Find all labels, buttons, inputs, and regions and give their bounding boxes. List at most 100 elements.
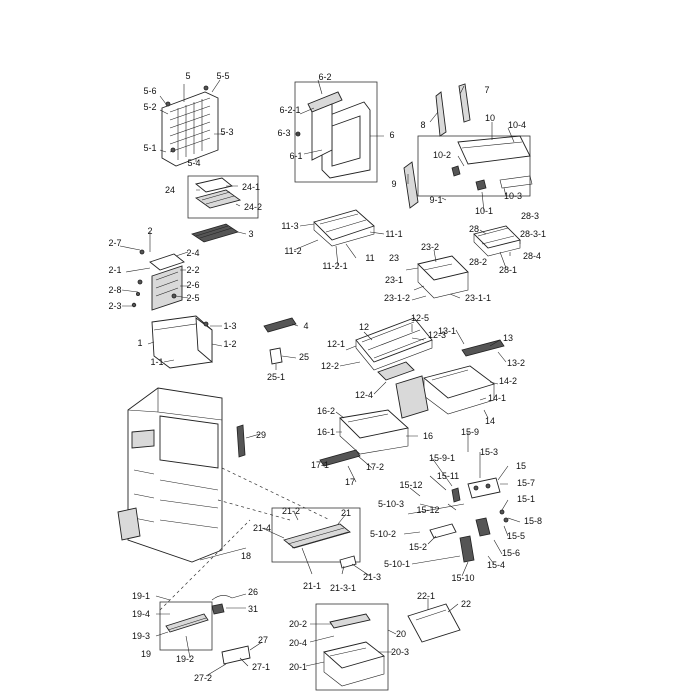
part-24-ice-maker <box>194 177 242 209</box>
label-25-1: 25-1 <box>266 372 286 382</box>
part-27-part <box>221 645 251 665</box>
part-23-drawer <box>417 255 469 299</box>
label-21: 21 <box>340 508 352 518</box>
label-14: 14 <box>484 416 496 426</box>
label-5-1: 5-1 <box>143 143 157 153</box>
label-11: 11 <box>365 253 375 263</box>
label-10-3: 10-3 <box>503 191 523 201</box>
label-15-9-1: 15-9-1 <box>428 453 456 463</box>
part-5-evap-cover <box>161 85 219 167</box>
label-5-3: 5-3 <box>220 127 234 137</box>
label-23: 23 <box>388 253 400 263</box>
part-29-strip <box>236 424 246 458</box>
label-16-1: 16-1 <box>316 427 336 437</box>
label-16-2: 16-2 <box>316 406 336 416</box>
label-12-5: 12-5 <box>410 313 430 323</box>
label-6-3: 6-3 <box>277 128 291 138</box>
part-17-bar <box>319 449 361 467</box>
label-5-5: 5-5 <box>216 71 230 81</box>
label-5-2: 5-2 <box>143 102 157 112</box>
label-15-12b: 15-12 <box>416 505 440 515</box>
label-12-2: 12-2 <box>320 361 340 371</box>
label-20-1: 20-1 <box>288 662 308 672</box>
label-15-1: 15-1 <box>516 494 536 504</box>
label-29: 29 <box>255 430 267 440</box>
part-21-rail <box>283 523 357 569</box>
label-15-7: 15-7 <box>516 478 536 488</box>
label-15-3: 15-3 <box>479 447 499 457</box>
label-1-3: 1-3 <box>223 321 237 331</box>
label-2-6: 2-6 <box>186 280 200 290</box>
label-19-4: 19-4 <box>131 609 151 619</box>
part-3-tray <box>191 223 239 243</box>
label-20-3: 20-3 <box>390 647 410 657</box>
cabinet-body <box>117 387 223 563</box>
part-1-ice-bucket <box>151 315 213 369</box>
label-28-1: 28-1 <box>498 265 518 275</box>
label-24-1: 24-1 <box>241 182 261 192</box>
label-19-1: 19-1 <box>131 591 151 601</box>
part-10-group-box <box>417 135 531 197</box>
label-23-1: 23-1 <box>384 275 404 285</box>
label-19-2: 19-2 <box>175 654 195 664</box>
label-21-3: 21-3 <box>362 572 382 582</box>
part-15-control <box>407 477 509 563</box>
part-8-strip <box>435 91 447 137</box>
label-1-2: 1-2 <box>223 339 237 349</box>
label-15-9: 15-9 <box>460 427 480 437</box>
part-28-shelf <box>473 225 521 257</box>
label-3: 3 <box>248 229 254 239</box>
label-12-4: 12-4 <box>354 390 374 400</box>
label-1-1: 1-1 <box>150 357 164 367</box>
part-6-group-box <box>294 81 378 183</box>
label-2-5: 2-5 <box>186 293 200 303</box>
label-2-3: 2-3 <box>108 301 122 311</box>
label-5-10-2: 5-10-2 <box>369 529 397 539</box>
label-5-4: 5-4 <box>187 158 201 168</box>
part-12-crisper-cover <box>355 317 433 381</box>
part-10-shelf <box>451 135 533 191</box>
part-25-switch <box>269 347 283 365</box>
label-15-11: 15-11 <box>436 471 460 481</box>
label-15-4: 15-4 <box>486 560 506 570</box>
label-23-2: 23-2 <box>420 242 440 252</box>
label-2-8: 2-8 <box>108 285 122 295</box>
label-15-12a: 15-12 <box>399 480 423 490</box>
label-17-2: 17-2 <box>365 462 385 472</box>
label-27: 27 <box>257 635 269 645</box>
label-24: 24 <box>164 185 176 195</box>
label-5-10-1: 5-10-1 <box>383 559 411 569</box>
part-20-drawer <box>323 613 385 687</box>
label-14-2: 14-2 <box>498 376 518 386</box>
part-2-ice-module <box>131 249 185 311</box>
part-16-drawer <box>339 375 429 455</box>
label-5-10-3: 5-10-3 <box>377 499 405 509</box>
part-19-group-box <box>159 601 213 651</box>
label-20-4: 20-4 <box>288 638 308 648</box>
label-20-2: 20-2 <box>288 619 308 629</box>
label-13-1: 13-1 <box>437 326 457 336</box>
label-7: 7 <box>484 85 490 95</box>
label-5: 5 <box>185 71 191 81</box>
label-6-2: 6-2 <box>318 72 332 82</box>
label-23-1-1: 23-1-1 <box>464 293 492 303</box>
label-18: 18 <box>240 551 252 561</box>
label-19: 19 <box>140 649 152 659</box>
label-24-2: 24-2 <box>243 202 263 212</box>
label-9-1: 9-1 <box>429 195 443 205</box>
label-10-4: 10-4 <box>507 120 527 130</box>
label-23-1-2: 23-1-2 <box>383 293 411 303</box>
part-14-drawer <box>423 365 495 415</box>
label-11-2: 11-2 <box>284 246 302 256</box>
label-22-1: 22-1 <box>416 591 436 601</box>
label-21-1: 21-1 <box>302 581 322 591</box>
label-4: 4 <box>303 321 309 331</box>
label-31: 31 <box>247 604 259 614</box>
part-9-strip <box>403 161 419 209</box>
label-28-3-1: 28-3-1 <box>519 229 547 239</box>
label-2-2: 2-2 <box>186 265 200 275</box>
label-28: 28 <box>468 224 480 234</box>
label-13: 13 <box>502 333 514 343</box>
